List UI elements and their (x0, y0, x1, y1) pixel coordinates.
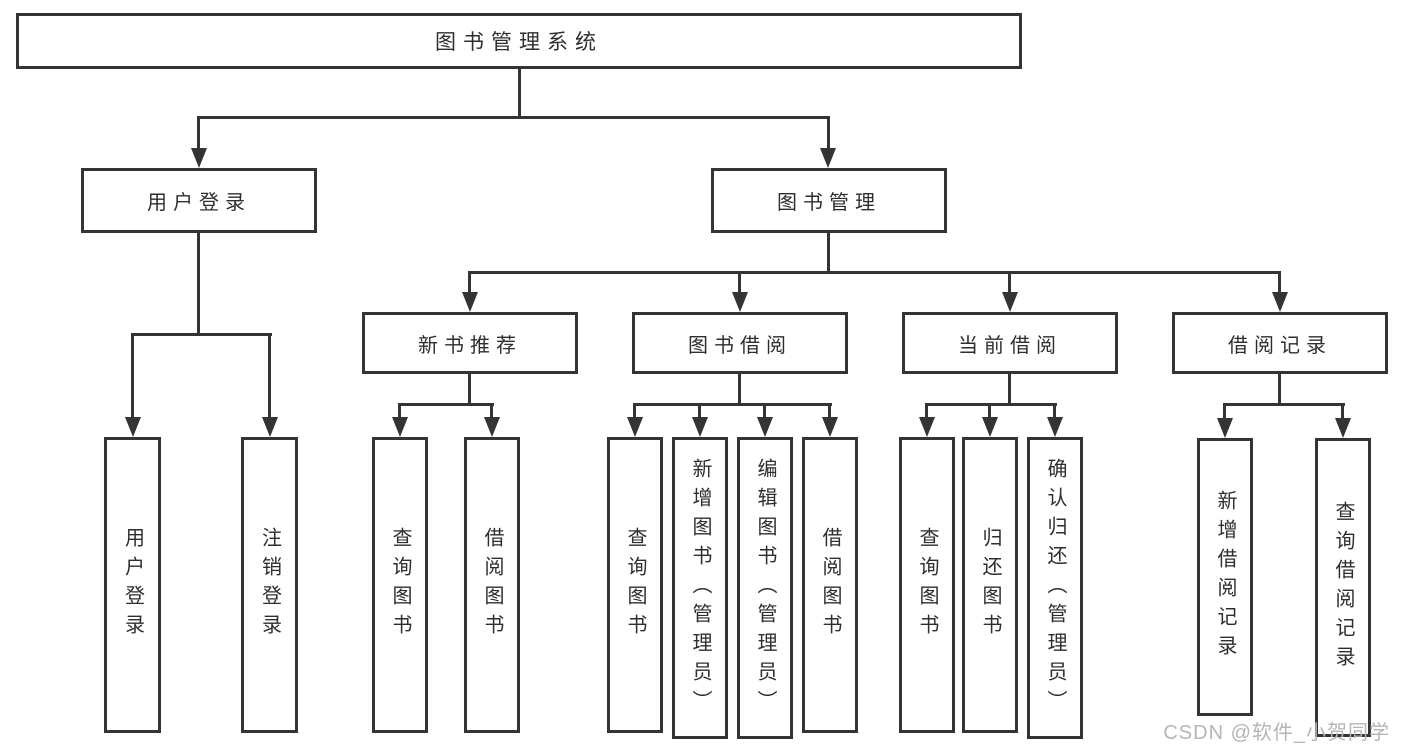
node-label: 图书管理 (777, 192, 881, 214)
node-label: 注销登录 (258, 527, 281, 643)
connector-line (131, 333, 272, 336)
node-new-book-recommend: 新书推荐 (362, 312, 578, 374)
leaf-recommend-query-books: 查询图书 (372, 437, 428, 733)
connector-line (1341, 403, 1344, 419)
leaf-borrowing-edit-books-admin: 编辑图书（管理员） (737, 437, 793, 739)
arrow-down-icon (732, 292, 748, 312)
node-label: 确认归还（管理员） (1044, 457, 1066, 719)
arrow-down-icon (1002, 292, 1018, 312)
leaf-borrowing-query-books: 查询图书 (607, 437, 663, 733)
node-label: 图书管理系统 (435, 31, 603, 54)
connector-line (131, 333, 134, 418)
connector-line (925, 403, 1057, 406)
node-label: 新增借阅记录 (1214, 490, 1236, 664)
connector-line (1223, 403, 1345, 406)
arrow-down-icon (822, 417, 838, 437)
connector-line (763, 403, 766, 418)
leaf-logout: 注销登录 (241, 437, 298, 733)
node-label: 用户登录 (147, 192, 251, 214)
connector-line (738, 271, 741, 293)
connector-line (738, 374, 741, 405)
arrow-down-icon (1335, 418, 1351, 438)
node-label: 借阅记录 (1228, 334, 1332, 357)
leaf-recommend-borrow-books: 借阅图书 (464, 437, 520, 733)
connector-line (1278, 271, 1281, 293)
arrow-down-icon (757, 417, 773, 437)
connector-line (1008, 374, 1011, 405)
node-label: 查询借阅记录 (1332, 500, 1354, 675)
connector-line (518, 69, 521, 119)
connector-line (268, 333, 271, 418)
node-label: 借阅图书 (481, 527, 503, 643)
leaf-current-confirm-return-admin: 确认归还（管理员） (1027, 437, 1083, 739)
connector-line (468, 271, 1281, 274)
connector-line (1223, 403, 1226, 419)
node-label: 图书借阅 (688, 334, 792, 357)
connector-line (633, 403, 636, 418)
csdn-watermark: CSDN @软件_小贺同学 (1163, 722, 1390, 744)
connector-line (1053, 403, 1056, 418)
connector-line (468, 374, 471, 405)
connector-line (698, 403, 701, 418)
connector-line (197, 233, 200, 335)
arrow-down-icon (484, 417, 500, 437)
arrow-down-icon (125, 417, 141, 437)
leaf-records-query-record: 查询借阅记录 (1315, 438, 1371, 737)
arrow-down-icon (1272, 292, 1288, 312)
leaf-borrowing-add-books-admin: 新增图书（管理员） (672, 437, 728, 739)
leaf-user-login: 用户登录 (104, 437, 161, 733)
node-label: 查询图书 (389, 527, 411, 643)
node-current-borrowing: 当前借阅 (902, 312, 1118, 374)
node-borrowing-records: 借阅记录 (1172, 312, 1388, 374)
arrow-down-icon (982, 417, 998, 437)
leaf-current-query-books: 查询图书 (899, 437, 955, 733)
arrow-down-icon (692, 417, 708, 437)
node-label: 新增图书（管理员） (689, 457, 711, 719)
connector-line (925, 403, 928, 418)
connector-line (827, 233, 830, 273)
connector-line (398, 403, 494, 406)
arrow-down-icon (820, 148, 836, 168)
arrow-down-icon (1217, 418, 1233, 438)
connector-line (828, 403, 831, 418)
node-book-borrowing: 图书借阅 (632, 312, 848, 374)
arrow-down-icon (462, 292, 478, 312)
node-label: 新书推荐 (418, 334, 522, 357)
node-label: 查询图书 (624, 527, 646, 643)
node-root-book-management-system: 图书管理系统 (16, 13, 1022, 69)
connector-line (468, 271, 471, 293)
arrow-down-icon (919, 417, 935, 437)
node-label: 借阅图书 (819, 527, 841, 643)
node-label: 查询图书 (916, 527, 938, 643)
connector-line (398, 403, 401, 418)
node-label: 归还图书 (979, 527, 1001, 643)
arrow-down-icon (392, 417, 408, 437)
node-label: 当前借阅 (958, 334, 1062, 357)
leaf-records-add-record: 新增借阅记录 (1197, 438, 1253, 716)
connector-line (633, 403, 832, 406)
arrow-down-icon (191, 148, 207, 168)
arrow-down-icon (1047, 417, 1063, 437)
node-label: 用户登录 (121, 527, 144, 643)
node-user-login: 用户登录 (81, 168, 317, 233)
arrow-down-icon (627, 417, 643, 437)
connector-line (1278, 374, 1281, 405)
connector-line (197, 116, 830, 119)
leaf-current-return-books: 归还图书 (962, 437, 1018, 733)
node-book-management: 图书管理 (711, 168, 947, 233)
connector-line (490, 403, 493, 418)
node-label: 编辑图书（管理员） (754, 457, 776, 719)
leaf-borrowing-borrow-books: 借阅图书 (802, 437, 858, 733)
arrow-down-icon (262, 417, 278, 437)
connector-line (827, 116, 830, 149)
connector-line (197, 116, 200, 149)
connector-line (988, 403, 991, 418)
connector-line (1008, 271, 1011, 293)
